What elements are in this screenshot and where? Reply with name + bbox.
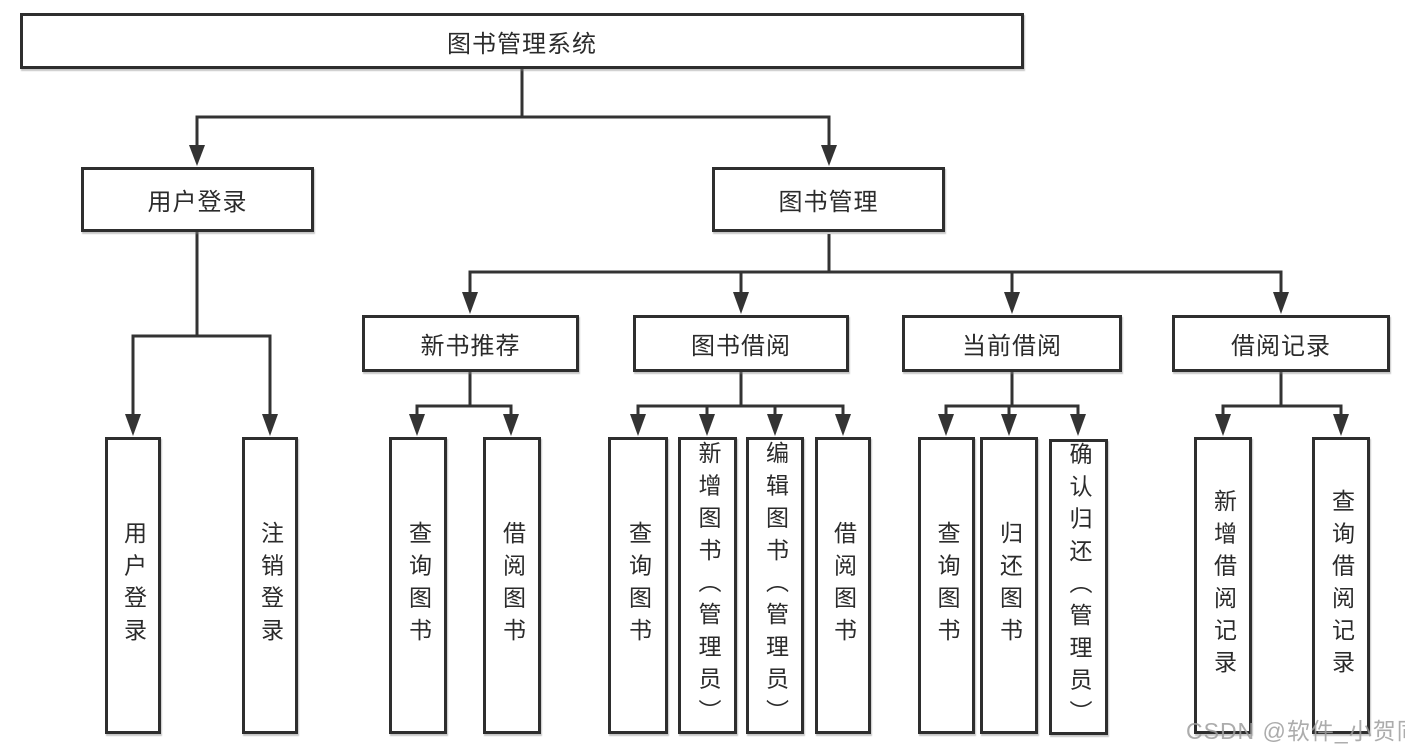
node-borrow-books-2-label: 借阅图书 — [830, 521, 857, 650]
connector-level4-shafts — [415, 406, 1343, 416]
arrowhead-login — [125, 414, 141, 436]
node-query-books-3: 查询图书 — [918, 437, 975, 734]
node-borrow-books-1-label: 借阅图书 — [499, 521, 526, 650]
node-new-book-recommend-label: 新书推荐 — [420, 333, 521, 360]
node-query-books-2: 查询图书 — [608, 437, 668, 734]
node-add-borrow-record-label: 新增借阅记录 — [1210, 488, 1237, 683]
node-return-books-label: 归还图书 — [996, 521, 1023, 650]
node-query-books-1: 查询图书 — [389, 437, 447, 734]
arrowhead-book-borrow — [733, 292, 749, 314]
node-do-user-login: 用户登录 — [105, 437, 161, 734]
connector-level2-shafts — [195, 117, 831, 146]
node-library-system: 图书管理系统 — [20, 13, 1024, 69]
node-book-borrowing: 图书借阅 — [633, 315, 849, 372]
arrowhead-g3-borrow — [835, 414, 851, 436]
node-add-books-admin: 新增图书（管理员） — [678, 437, 737, 734]
node-borrow-books-2: 借阅图书 — [815, 437, 871, 734]
arrowhead-book-mgmt — [821, 145, 837, 166]
node-book-management-label: 图书管理 — [778, 189, 879, 216]
connector-level3-shafts — [468, 272, 1283, 294]
node-edit-books-admin-label: 编辑图书（管理员） — [762, 440, 789, 731]
node-return-books: 归还图书 — [980, 437, 1038, 734]
node-query-books-3-label: 查询图书 — [934, 521, 960, 650]
node-new-book-recommend: 新书推荐 — [362, 315, 579, 372]
arrowhead-g5-add — [1215, 414, 1231, 436]
node-book-management: 图书管理 — [712, 167, 945, 232]
node-borrow-records: 借阅记录 — [1172, 315, 1390, 372]
node-add-books-admin-label: 新增图书（管理员） — [695, 440, 721, 731]
arrowhead-g5-query — [1333, 414, 1349, 436]
node-query-borrow-record: 查询借阅记录 — [1312, 437, 1370, 734]
arrowhead-g2-query — [409, 414, 425, 436]
node-user-login-label: 用户登录 — [147, 189, 248, 216]
node-user-login: 用户登录 — [81, 167, 314, 232]
arrowhead-current-borrow — [1004, 292, 1020, 314]
node-logout-label: 注销登录 — [257, 521, 284, 650]
arrowhead-g3-query — [630, 414, 646, 436]
node-query-books-2-label: 查询图书 — [625, 521, 652, 650]
node-query-books-1-label: 查询图书 — [405, 521, 432, 650]
arrowhead-new-book-rec — [462, 292, 478, 314]
arrowhead-g2-borrow — [503, 414, 519, 436]
arrowhead-g3-edit — [767, 414, 783, 436]
watermark: CSDN @软件_小贺同学 — [1186, 718, 1405, 744]
arrowhead-g4-return — [1001, 414, 1017, 436]
connector-group1-shafts — [131, 336, 272, 416]
node-current-borrowing-label: 当前借阅 — [962, 333, 1062, 360]
connector-level3-stubs — [468, 371, 1283, 408]
arrowhead-borrow-records — [1273, 292, 1289, 314]
node-edit-books-admin: 编辑图书（管理员） — [746, 437, 804, 734]
arrowhead-logout — [262, 414, 278, 436]
node-current-borrowing: 当前借阅 — [902, 315, 1122, 372]
node-confirm-return-admin-label: 确认归还（管理员） — [1066, 442, 1092, 732]
node-query-borrow-record-label: 查询借阅记录 — [1328, 488, 1355, 683]
node-book-borrowing-label: 图书借阅 — [691, 333, 791, 360]
arrowhead-g4-query — [938, 414, 954, 436]
node-add-borrow-record: 新增借阅记录 — [1194, 437, 1252, 734]
arrowhead-user-login — [189, 145, 205, 166]
node-library-system-label: 图书管理系统 — [447, 30, 597, 58]
node-borrow-books-1: 借阅图书 — [483, 437, 541, 734]
node-borrow-records-label: 借阅记录 — [1231, 333, 1331, 360]
node-confirm-return-admin: 确认归还（管理员） — [1049, 439, 1108, 735]
arrowhead-g4-confirm — [1070, 414, 1086, 436]
node-do-user-login-label: 用户登录 — [120, 521, 147, 650]
node-logout: 注销登录 — [242, 437, 298, 734]
arrowhead-g3-add — [699, 414, 715, 436]
